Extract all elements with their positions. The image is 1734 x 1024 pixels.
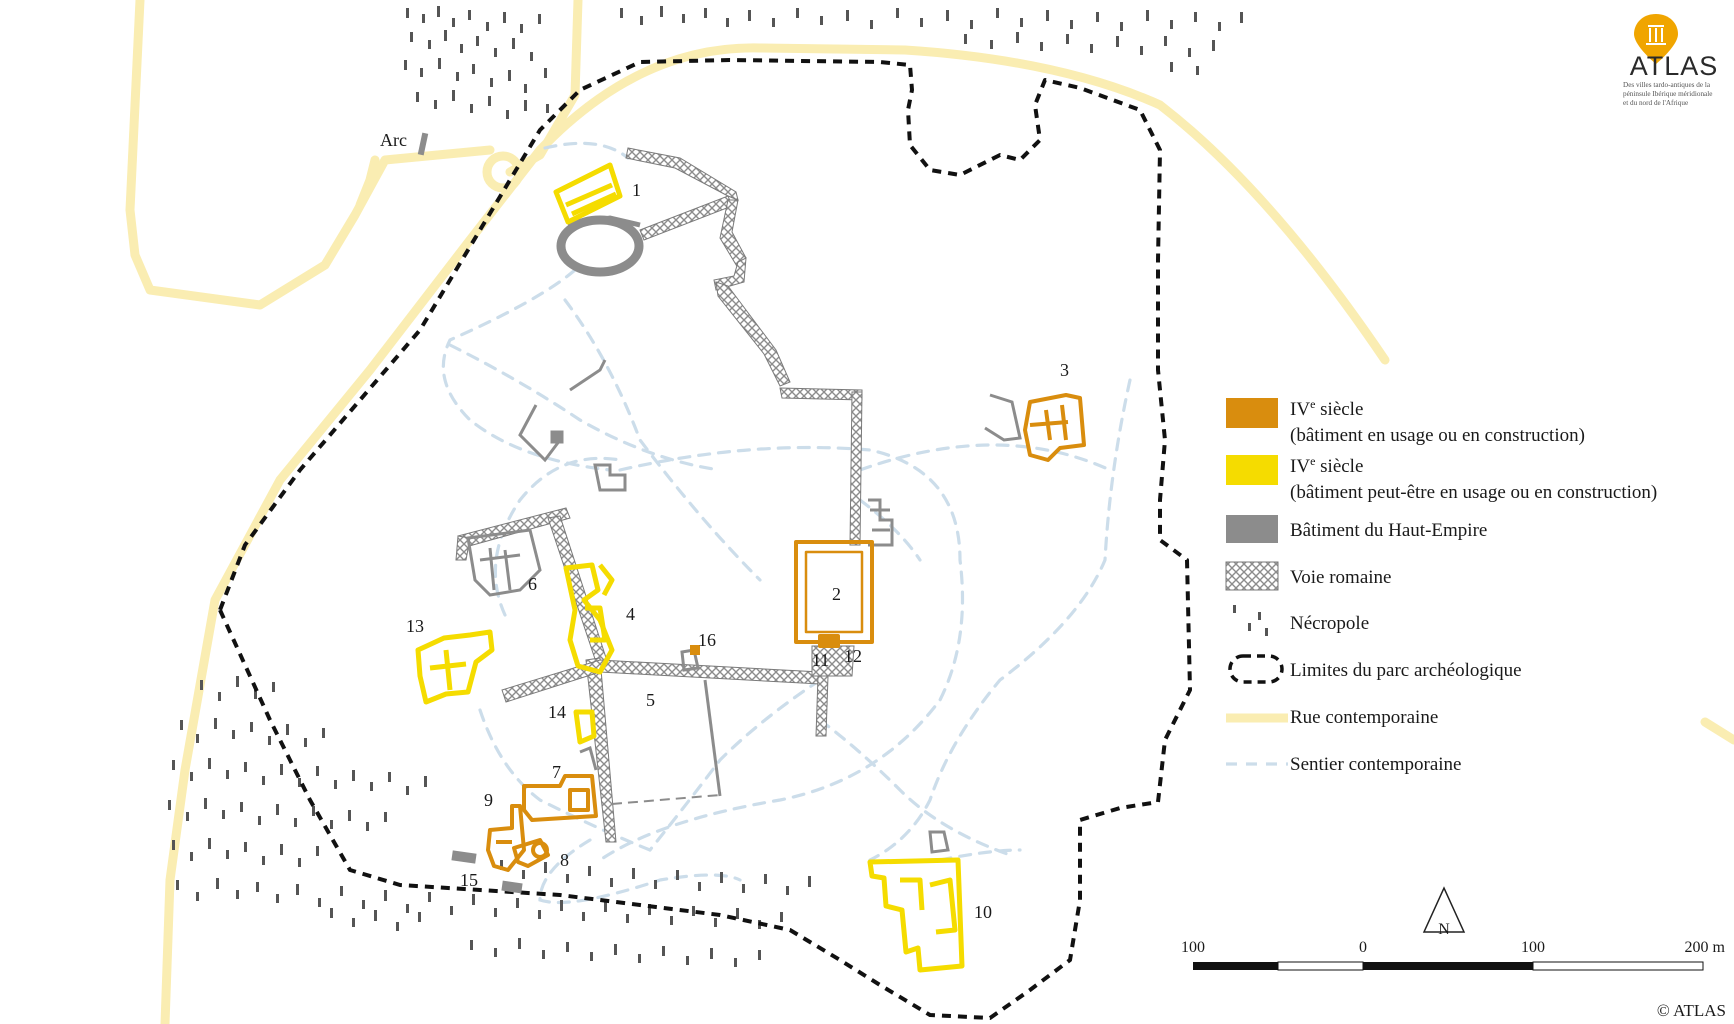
legend: IVe siècle (bâtiment en usage ou en cons… — [1225, 397, 1657, 775]
legend-item7: Rue contemporaine — [1290, 707, 1438, 728]
roman-road-diag — [715, 281, 791, 387]
roman-road-east-south — [849, 391, 863, 546]
contemporary-paths — [441, 141, 1132, 905]
label-4: 4 — [626, 604, 635, 624]
legend-item2-sub: (bâtiment peut-être en usage ou en const… — [1290, 482, 1657, 503]
building-10 — [867, 857, 965, 973]
legend-item4: Voie romaine — [1290, 567, 1392, 588]
legend-necropolis-marks — [1233, 605, 1268, 636]
label-13: 13 — [406, 616, 424, 636]
label-6: 6 — [528, 574, 537, 594]
roman-road-amph-link — [639, 195, 733, 241]
label-2: 2 — [832, 584, 841, 604]
logo-subtitle-2: péninsule Ibérique méridionale — [1623, 90, 1712, 98]
yellow-buildings — [415, 162, 965, 973]
haut-empire-buildings — [417, 132, 1022, 894]
label-10: 10 — [974, 902, 992, 922]
roman-roads — [455, 147, 863, 843]
arc-marker — [417, 132, 429, 156]
scale-bar: 100 0 100 200 m — [1181, 939, 1726, 971]
building-15b — [501, 880, 523, 894]
map-labels: Arc 1 2 3 4 5 6 7 8 9 10 11 12 13 14 15 … — [380, 130, 1069, 922]
scale-label-200m: 200 m — [1685, 939, 1726, 956]
column-icon — [1646, 25, 1666, 45]
building-4 — [563, 562, 615, 675]
contemporary-roads — [125, 0, 1734, 1024]
legend-item1-sub: (bâtiment en usage ou en construction) — [1290, 425, 1585, 446]
road-west-loop — [125, 0, 495, 310]
necropolis-south — [168, 676, 811, 967]
building-3 — [1023, 393, 1086, 462]
roman-road-west-v — [455, 535, 471, 561]
label-5: 5 — [646, 690, 655, 710]
logo-title: ATLAS — [1630, 51, 1719, 81]
scale-label-right-100: 100 — [1521, 939, 1545, 956]
building-16 — [690, 645, 700, 655]
building-13 — [415, 629, 495, 705]
north-arrow: N — [1422, 886, 1466, 938]
label-7: 7 — [552, 762, 561, 782]
legend-item5: Nécropole — [1290, 613, 1369, 634]
orange-buildings — [486, 393, 1086, 872]
gray-wall-south — [703, 679, 722, 797]
north-letter: N — [1438, 921, 1450, 938]
building-15a — [451, 850, 477, 864]
atlas-logo: ATLAS Des villes tardo-antiques de la pé… — [1623, 14, 1719, 107]
roman-road-north-b — [713, 257, 747, 291]
scale-label-0: 0 — [1359, 939, 1367, 956]
legend-swatch-yellow — [1226, 455, 1278, 485]
label-14: 14 — [548, 702, 566, 722]
roman-road-cardo — [585, 657, 617, 843]
label-9: 9 — [484, 790, 493, 810]
amphitheatre — [556, 215, 644, 277]
legend-dashed-boundary-loop — [1228, 654, 1284, 684]
label-8: 8 — [560, 850, 569, 870]
legend-item3: Bâtiment du Haut-Empire — [1290, 520, 1487, 541]
roman-road-south-stub — [815, 675, 829, 737]
label-16: 16 — [698, 630, 716, 650]
scale-label-left-100: 100 — [1181, 939, 1205, 956]
building-14 — [573, 709, 597, 745]
park-boundary — [218, 58, 1192, 1020]
legend-swatch-crosshatch — [1225, 561, 1279, 591]
necropolis-north — [404, 6, 1243, 119]
legend-swatch-orange — [1226, 398, 1278, 428]
building-9 — [486, 804, 526, 872]
logo-subtitle-3: et du nord de l'Afrique — [1623, 99, 1688, 107]
copyright: © ATLAS — [1657, 1001, 1726, 1020]
road-spur — [355, 155, 380, 210]
roundabout — [482, 151, 524, 193]
roman-road-nw-arc — [625, 147, 739, 201]
legend-item2-title: IVe siècle — [1290, 454, 1363, 477]
legend-swatch-gray — [1226, 515, 1278, 543]
label-15: 15 — [460, 870, 478, 890]
road-east-stub — [1700, 717, 1734, 745]
gray-dashed-line — [611, 794, 721, 805]
road-main-arc — [160, 43, 1390, 1024]
label-3: 3 — [1060, 360, 1069, 380]
legend-item6: Limites du parc archéologique — [1290, 660, 1522, 681]
legend-item8: Sentier contemporaine — [1290, 754, 1461, 775]
building-7 — [522, 774, 598, 822]
legend-item1-title: IVe siècle — [1290, 397, 1363, 420]
label-1: 1 — [632, 180, 641, 200]
label-12: 12 — [844, 646, 862, 666]
building-1 — [553, 162, 623, 225]
building-2 — [794, 540, 874, 648]
logo-subtitle-1: Des villes tardo-antiques de la — [1623, 81, 1711, 89]
roman-road-decumanus — [501, 659, 821, 703]
north-arrow-icon — [1422, 886, 1466, 933]
roman-road-north-a — [719, 199, 747, 269]
label-arc: Arc — [380, 130, 407, 150]
label-11: 11 — [812, 650, 829, 670]
roman-road-east-bend — [779, 387, 863, 401]
